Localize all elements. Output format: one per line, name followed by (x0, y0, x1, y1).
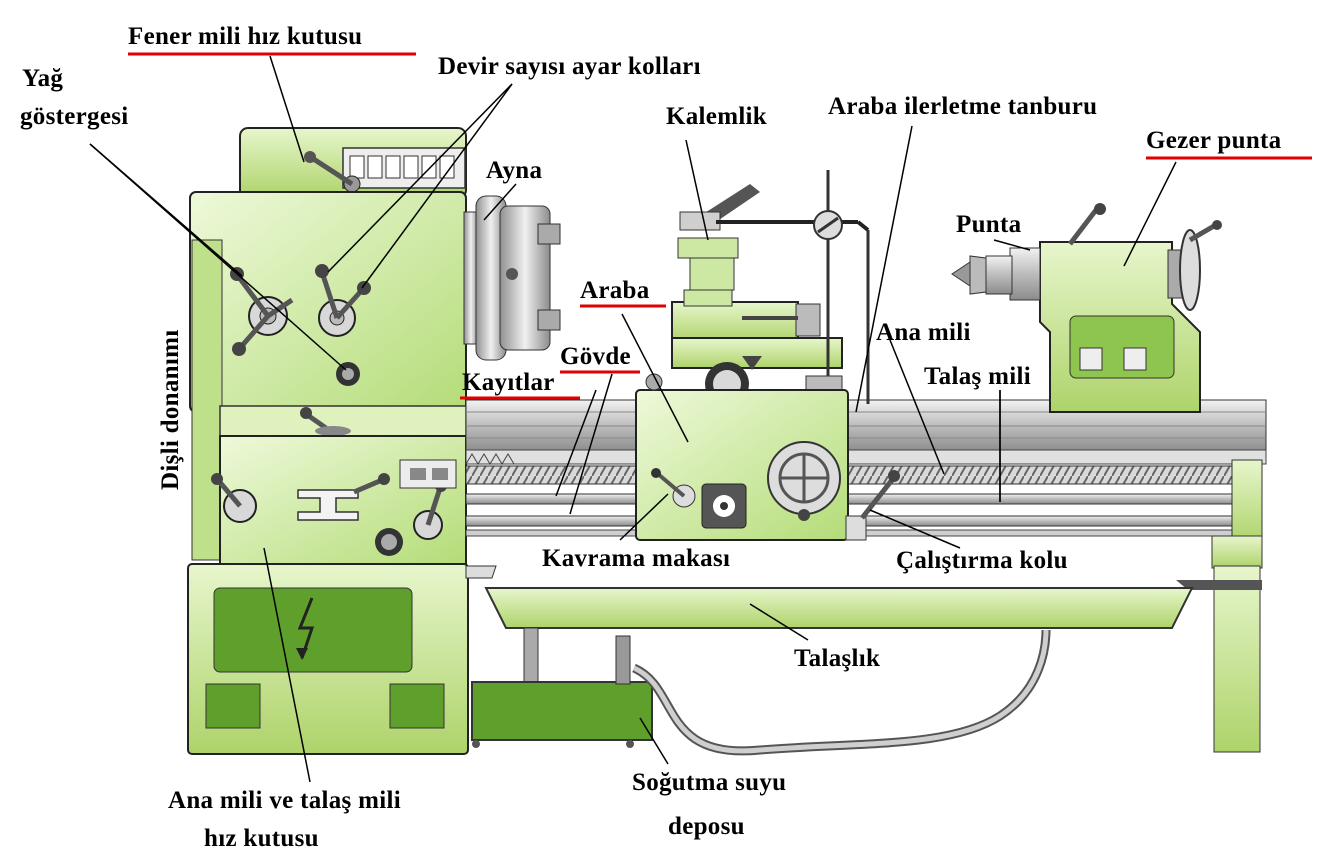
label-punta: Punta (956, 211, 1022, 238)
label-devir: Devir sayısı ayar kolları (438, 53, 701, 80)
label-yag-2: göstergesi (20, 103, 129, 130)
lathe-machine (187, 127, 1267, 756)
label-talaslik: Talaşlık (794, 645, 880, 672)
left-pedestal (187, 563, 497, 755)
chuck (463, 195, 561, 361)
label-araba: Araba (580, 277, 650, 304)
label-araba-ilerletme: Araba ilerletme tanburu (828, 93, 1097, 120)
chip-pan (484, 587, 1194, 683)
gear-train-panel (191, 239, 223, 561)
feed-gearbox (219, 435, 467, 565)
apron (635, 373, 900, 541)
label-kavrama: Kavrama makası (542, 545, 730, 572)
label-sogutma-2: deposu (668, 813, 745, 840)
label-sogutma-1: Soğutma suyu (632, 769, 786, 796)
headstock-levers (230, 264, 371, 386)
feed-drum (805, 170, 870, 404)
label-yag-1: Yağ (22, 65, 63, 92)
label-gezer-punta: Gezer punta (1146, 127, 1282, 154)
label-fener-mili: Fener mili hız kutusu (128, 23, 362, 50)
label-disli: Dişli donanımı (157, 330, 184, 491)
leader-lines (89, 55, 1177, 783)
coolant-tank (471, 629, 1051, 756)
label-ana-talas-2: hız kutusu (204, 825, 319, 852)
label-govde: Gövde (560, 343, 631, 370)
label-kalemlik: Kalemlik (666, 103, 767, 130)
label-calistirma: Çalıştırma kolu (896, 547, 1068, 574)
label-talas-mili: Talaş mili (924, 363, 1031, 390)
labels: Fener mili hız kutusu Devir sayısı ayar … (20, 23, 1312, 852)
label-kayitlar: Kayıtlar (462, 369, 555, 396)
right-leg (1176, 459, 1263, 753)
label-ayna: Ayna (486, 157, 543, 184)
label-ana-mili: Ana mili (876, 319, 971, 346)
label-ana-talas-1: Ana mili ve talaş mili (168, 787, 401, 814)
feed-rod (465, 493, 1237, 505)
speed-lever-bank (342, 147, 466, 189)
tailstock (951, 203, 1222, 413)
feed-gearbox-levers (211, 459, 457, 556)
